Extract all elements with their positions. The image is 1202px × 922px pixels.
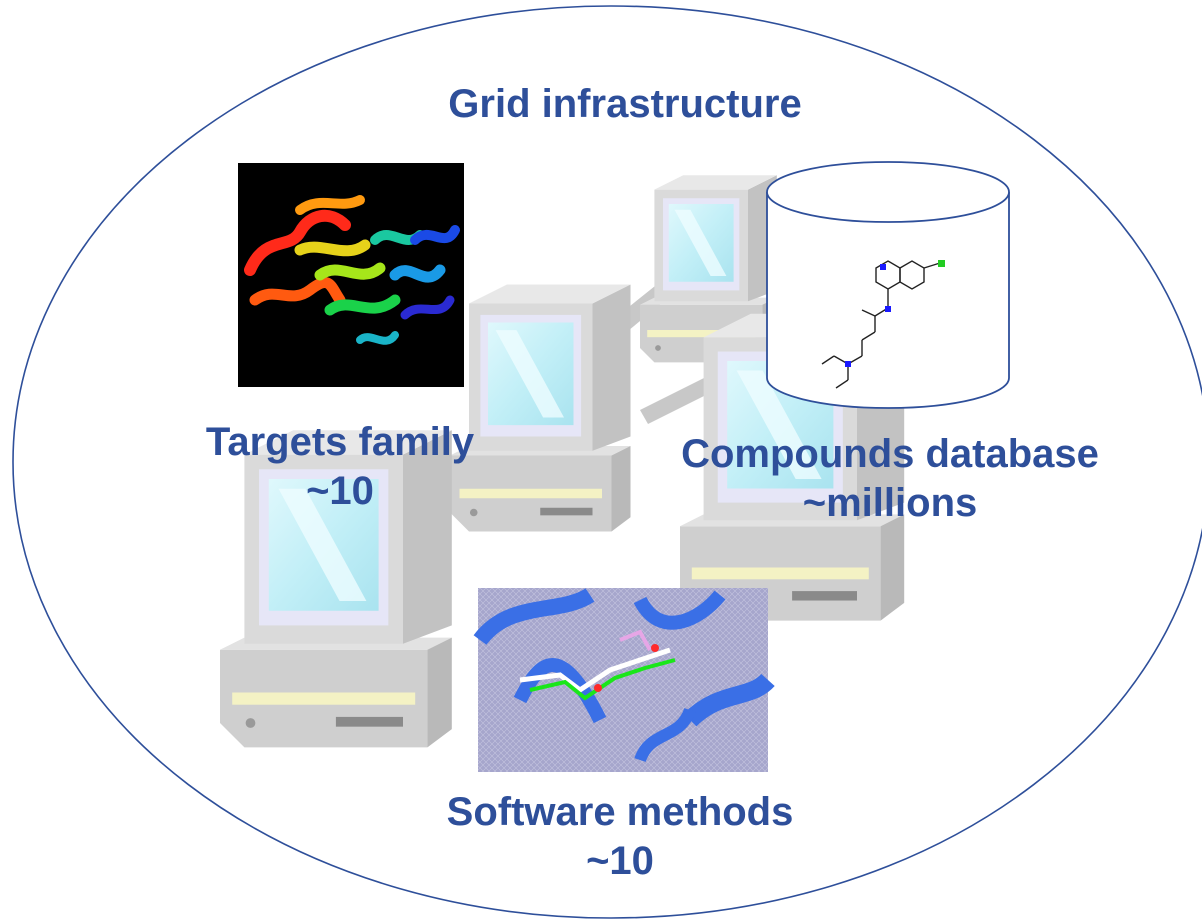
compounds-database-name: Compounds database bbox=[681, 432, 1099, 476]
targets-family-name: Targets family bbox=[205, 420, 475, 464]
software-methods-name: Software methods bbox=[446, 790, 794, 834]
targets-family-count: ~10 bbox=[306, 468, 374, 513]
docking-image bbox=[473, 588, 775, 772]
software-methods-count: ~10 bbox=[586, 838, 654, 883]
molecule-atoms bbox=[845, 264, 891, 367]
molecule-chlorine-atom bbox=[938, 260, 945, 267]
software-methods-label: Software methods ~10 bbox=[420, 788, 820, 886]
targets-family-label: Targets family ~10 bbox=[190, 418, 490, 516]
grid-boundary-ellipse bbox=[12, 5, 1202, 919]
database-cylinder-icon bbox=[766, 161, 1010, 409]
compounds-database-count: ~millions bbox=[802, 480, 978, 525]
diagram-title: Grid infrastructure bbox=[448, 82, 802, 126]
protein-ribbon-image bbox=[238, 163, 464, 387]
compounds-database-label: Compounds database ~millions bbox=[650, 430, 1130, 528]
